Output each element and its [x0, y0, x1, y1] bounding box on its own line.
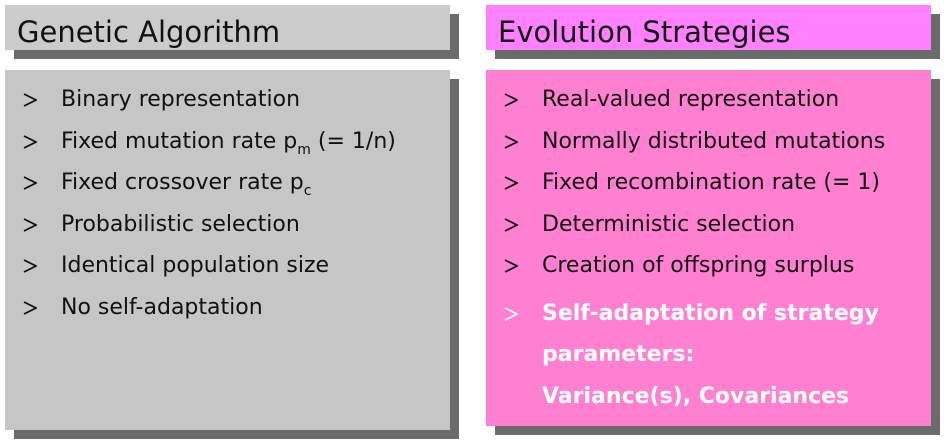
- list-item: Deterministic selection: [486, 210, 931, 252]
- item-text: Probabilistic selection: [61, 211, 300, 237]
- item-text: Real-valued representation: [542, 87, 840, 112]
- right-list: Real-valued representation Normally dist…: [486, 85, 931, 417]
- left-title-box: Genetic Algorithm: [5, 5, 450, 50]
- arrow-bullet-icon: [23, 300, 37, 315]
- arrow-bullet-icon: [504, 259, 518, 273]
- item-text: Binary representation: [61, 87, 301, 112]
- arrow-bullet-icon: [23, 134, 37, 149]
- left-list: Binary representation Fixed mutation rat…: [5, 85, 450, 334]
- item-subscript: c: [303, 183, 312, 199]
- arrow-bullet-icon: [504, 306, 518, 321]
- highlight-line-3: Variance(s), Covariances: [542, 383, 850, 409]
- right-body-box: Real-valued representation Normally dist…: [486, 70, 931, 426]
- list-item: Creation of offspring surplus: [486, 251, 931, 293]
- list-item: Normally distributed mutations: [486, 127, 931, 169]
- highlight-line-1: Self-adaptation of strategy: [542, 300, 879, 326]
- arrow-bullet-icon: [504, 217, 518, 232]
- arrow-bullet-icon: [504, 134, 518, 149]
- item-text: Fixed crossover rate p: [61, 170, 304, 195]
- list-item: Binary representation: [5, 85, 450, 127]
- list-item: Real-valued representation: [486, 85, 931, 127]
- item-text: No self-adaptation: [61, 294, 263, 320]
- item-text-after: (= 1/n): [310, 128, 396, 154]
- item-subscript: m: [297, 141, 311, 158]
- list-item: Probabilistic selection: [5, 210, 450, 252]
- list-item: Fixed mutation rate pm (= 1/n): [5, 127, 450, 169]
- list-item: No self-adaptation: [5, 293, 450, 335]
- arrow-bullet-icon: [504, 93, 518, 107]
- right-title: Evolution Strategies: [498, 15, 791, 49]
- arrow-bullet-icon: [23, 217, 37, 232]
- item-text: Creation of offspring surplus: [542, 253, 855, 278]
- item-text: Identical population size: [61, 253, 330, 278]
- item-text: Fixed recombination rate (= 1): [542, 170, 880, 195]
- left-body-box: Binary representation Fixed mutation rat…: [5, 70, 450, 430]
- list-item: Fixed crossover rate pc: [5, 168, 450, 210]
- item-text: Fixed mutation rate p: [61, 128, 298, 154]
- item-text: Deterministic selection: [542, 211, 796, 237]
- left-title: Genetic Algorithm: [17, 15, 281, 49]
- arrow-bullet-icon: [504, 176, 518, 190]
- arrow-bullet-icon: [23, 93, 37, 107]
- list-item: Fixed recombination rate (= 1): [486, 168, 931, 210]
- list-item: Identical population size: [5, 251, 450, 293]
- list-item-highlight: Self-adaptation of strategy parameters: …: [486, 293, 931, 418]
- arrow-bullet-icon: [23, 176, 37, 190]
- highlight-line-2: parameters:: [542, 342, 695, 367]
- item-text: Normally distributed mutations: [542, 128, 886, 154]
- right-title-box: Evolution Strategies: [486, 5, 931, 50]
- arrow-bullet-icon: [23, 259, 37, 273]
